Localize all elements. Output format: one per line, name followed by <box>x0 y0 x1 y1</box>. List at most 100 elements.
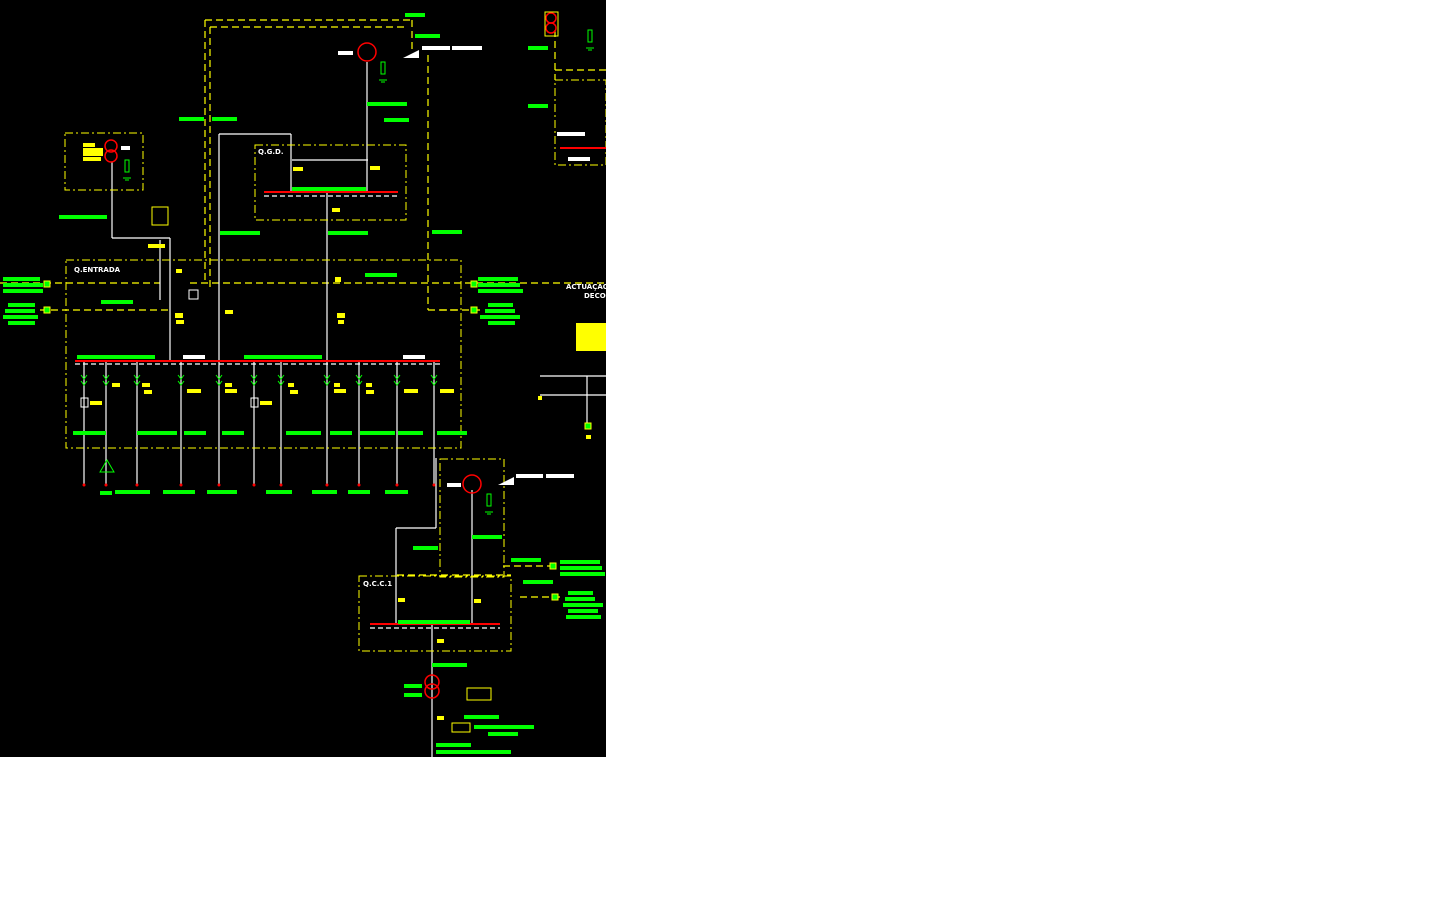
label-block <box>385 490 408 494</box>
white-tag <box>557 132 585 136</box>
label-block <box>384 118 409 122</box>
generator-transformer-icon <box>424 674 440 690</box>
yellow-tag <box>176 269 182 273</box>
surge-arrester-icon <box>486 493 492 507</box>
label-block <box>560 566 602 570</box>
surge-arrester-icon <box>380 61 386 75</box>
ground-icon <box>586 47 594 51</box>
breaker-icon <box>177 374 185 386</box>
label-block <box>398 620 470 624</box>
feeder-end-marker <box>252 483 256 487</box>
label-block <box>3 277 40 281</box>
label-block <box>8 303 35 307</box>
label-block <box>77 355 155 359</box>
feeder-end-marker <box>325 483 329 487</box>
fuse-set-icon <box>466 687 492 701</box>
yellow-tag <box>148 244 165 248</box>
terminal-icon <box>551 593 559 601</box>
terminal-icon <box>549 562 557 570</box>
label-block <box>528 104 548 108</box>
label-block <box>348 490 370 494</box>
yellow-tag <box>576 323 606 351</box>
label-block <box>207 490 237 494</box>
relay-box-icon <box>188 289 199 300</box>
label-block <box>59 215 107 219</box>
breaker-icon <box>393 374 401 386</box>
feeder-end-marker <box>357 483 361 487</box>
yellow-tag <box>83 143 95 147</box>
label-block <box>137 431 177 435</box>
yellow-tag <box>225 310 233 314</box>
yellow-tag <box>187 389 201 393</box>
breaker-icon <box>133 374 141 386</box>
feeder-end-marker <box>279 483 283 487</box>
yellow-tag <box>142 383 150 387</box>
label-block <box>115 490 150 494</box>
conductors <box>0 19 606 757</box>
label-block <box>328 231 368 235</box>
generator-transformer-icon <box>357 42 377 62</box>
switch-icon <box>498 477 514 485</box>
label-block <box>488 732 518 736</box>
label-block <box>528 46 548 50</box>
yellow-tag <box>335 277 341 282</box>
label-block <box>212 117 237 121</box>
yellow-tags <box>83 143 606 720</box>
meter-cabinet-icon <box>151 206 169 226</box>
label-block <box>244 355 322 359</box>
label-block <box>560 560 600 564</box>
yellow-tag <box>290 390 298 394</box>
breaker-icon <box>355 374 363 386</box>
label-block <box>73 431 106 435</box>
yellow-tag <box>334 389 346 393</box>
panel-aux-transformer <box>64 132 144 191</box>
white-tag <box>516 474 543 478</box>
label-block <box>405 13 425 17</box>
label-block <box>367 102 407 106</box>
surge-arrester-icon <box>124 159 130 173</box>
label-block <box>101 300 133 304</box>
yellow-tag <box>225 383 232 387</box>
label-block <box>472 535 502 539</box>
label-block <box>565 597 595 601</box>
label-block <box>432 230 462 234</box>
label-block <box>3 289 43 293</box>
label-block <box>478 277 518 281</box>
label-block <box>365 273 397 277</box>
white-tag <box>546 474 574 478</box>
yellow-tag <box>288 383 294 387</box>
label-block <box>511 558 541 562</box>
feeder-end-marker <box>395 483 399 487</box>
switch-icon <box>403 50 419 58</box>
yellow-tag <box>175 313 183 318</box>
label-block <box>3 283 43 287</box>
label-block <box>5 309 35 313</box>
symbols <box>43 11 594 733</box>
feeder-end-marker <box>82 483 86 487</box>
electrical-schematic: Q.ENTRADA Q.G.D. Q.C.C.1 ACTUAÇÃO DECO <box>0 11 609 757</box>
breaker-icon <box>80 374 88 386</box>
yellow-tag <box>474 599 481 603</box>
label-block <box>179 117 204 121</box>
label-block <box>432 663 467 667</box>
ground-icon <box>123 177 131 181</box>
terminal-icon <box>584 422 592 430</box>
white-tag <box>568 157 590 161</box>
protection-relay-icon <box>451 722 471 733</box>
label-block <box>488 303 513 307</box>
feeder-end-marker <box>217 483 221 487</box>
ground-icon <box>485 511 493 515</box>
label-block <box>480 315 520 319</box>
panel-q-entrada <box>65 259 462 449</box>
yellow-tag <box>83 157 101 161</box>
yellow-tag <box>176 320 184 324</box>
label-block <box>312 490 337 494</box>
yellow-tag <box>225 389 237 393</box>
feeder-end-marker <box>432 483 436 487</box>
label-block <box>436 750 511 754</box>
label-block <box>100 491 112 495</box>
yellow-tag <box>404 389 418 393</box>
yellow-tag <box>538 396 542 400</box>
label-block <box>398 431 423 435</box>
breaker-icon <box>215 374 223 386</box>
